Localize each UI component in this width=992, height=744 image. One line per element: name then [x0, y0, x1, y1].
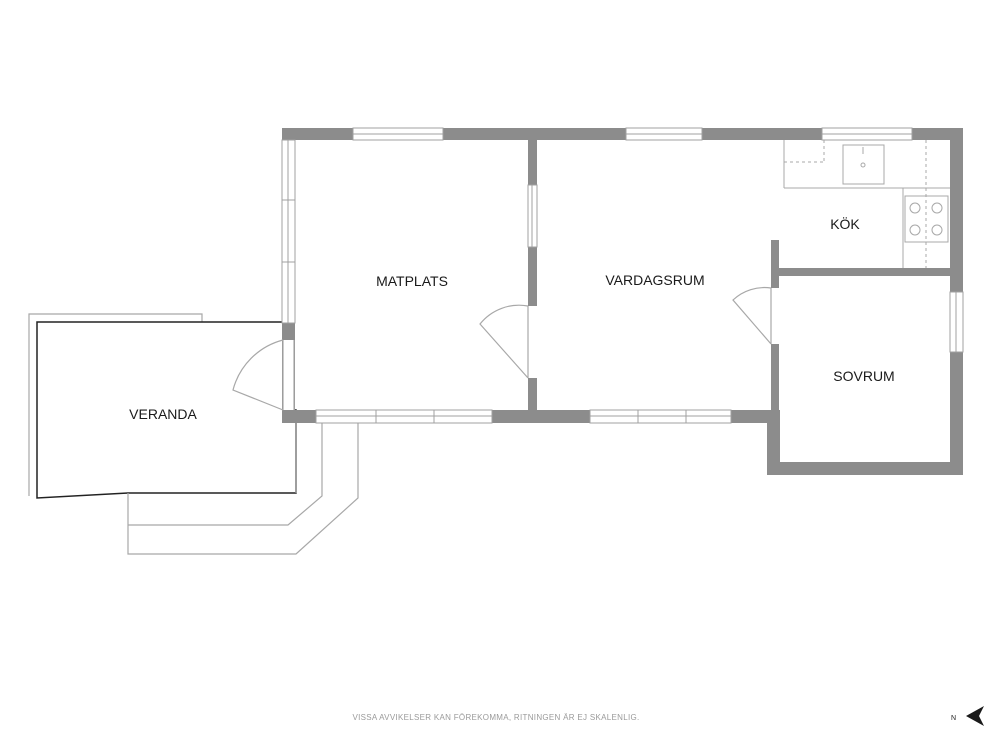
room-label-kok: KÖK [830, 215, 860, 232]
north-label: N [951, 715, 956, 722]
room-label-sovrum: SOVRUM [833, 368, 894, 384]
disclaimer-text: VISSA AVVIKELSER KAN FÖREKOMMA, RITNINGE… [352, 713, 640, 722]
room-label-vardagsrum: VARDAGSRUM [605, 272, 704, 288]
stove-icon [904, 195, 949, 243]
sink-icon [842, 144, 885, 185]
kitchen-fixtures [783, 140, 950, 268]
veranda-deck [28, 313, 359, 555]
room-label-matplats: MATPLATS [376, 273, 448, 289]
doors [232, 286, 779, 411]
north-arrow-icon: N [951, 706, 984, 726]
windows [281, 127, 964, 424]
room-label-veranda: VERANDA [129, 406, 197, 422]
